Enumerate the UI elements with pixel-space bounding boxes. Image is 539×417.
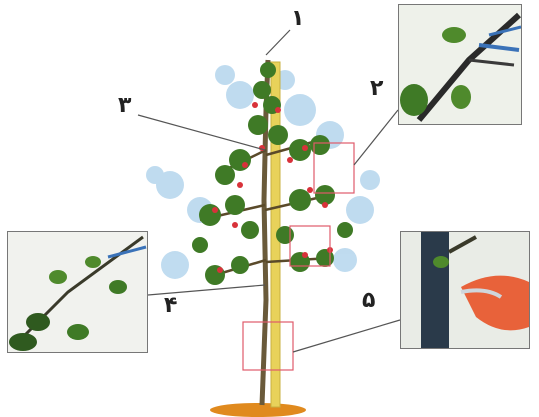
inset-5-detail (400, 231, 530, 349)
leader-line-2 (354, 110, 398, 165)
label-2: ٢ (370, 78, 383, 100)
highlight-box-4 (243, 322, 293, 370)
label-1: ١ (291, 8, 304, 30)
label-3: ٣ (118, 95, 131, 117)
leader-line-5 (293, 320, 400, 352)
leader-line-3 (138, 115, 265, 150)
ground-soil (210, 403, 306, 417)
inset-2-detail (398, 4, 522, 125)
inset-4-detail (7, 231, 148, 353)
leader-line-1 (266, 30, 290, 55)
label-4: ۴ (164, 295, 177, 317)
label-5: ۵ (362, 290, 375, 312)
